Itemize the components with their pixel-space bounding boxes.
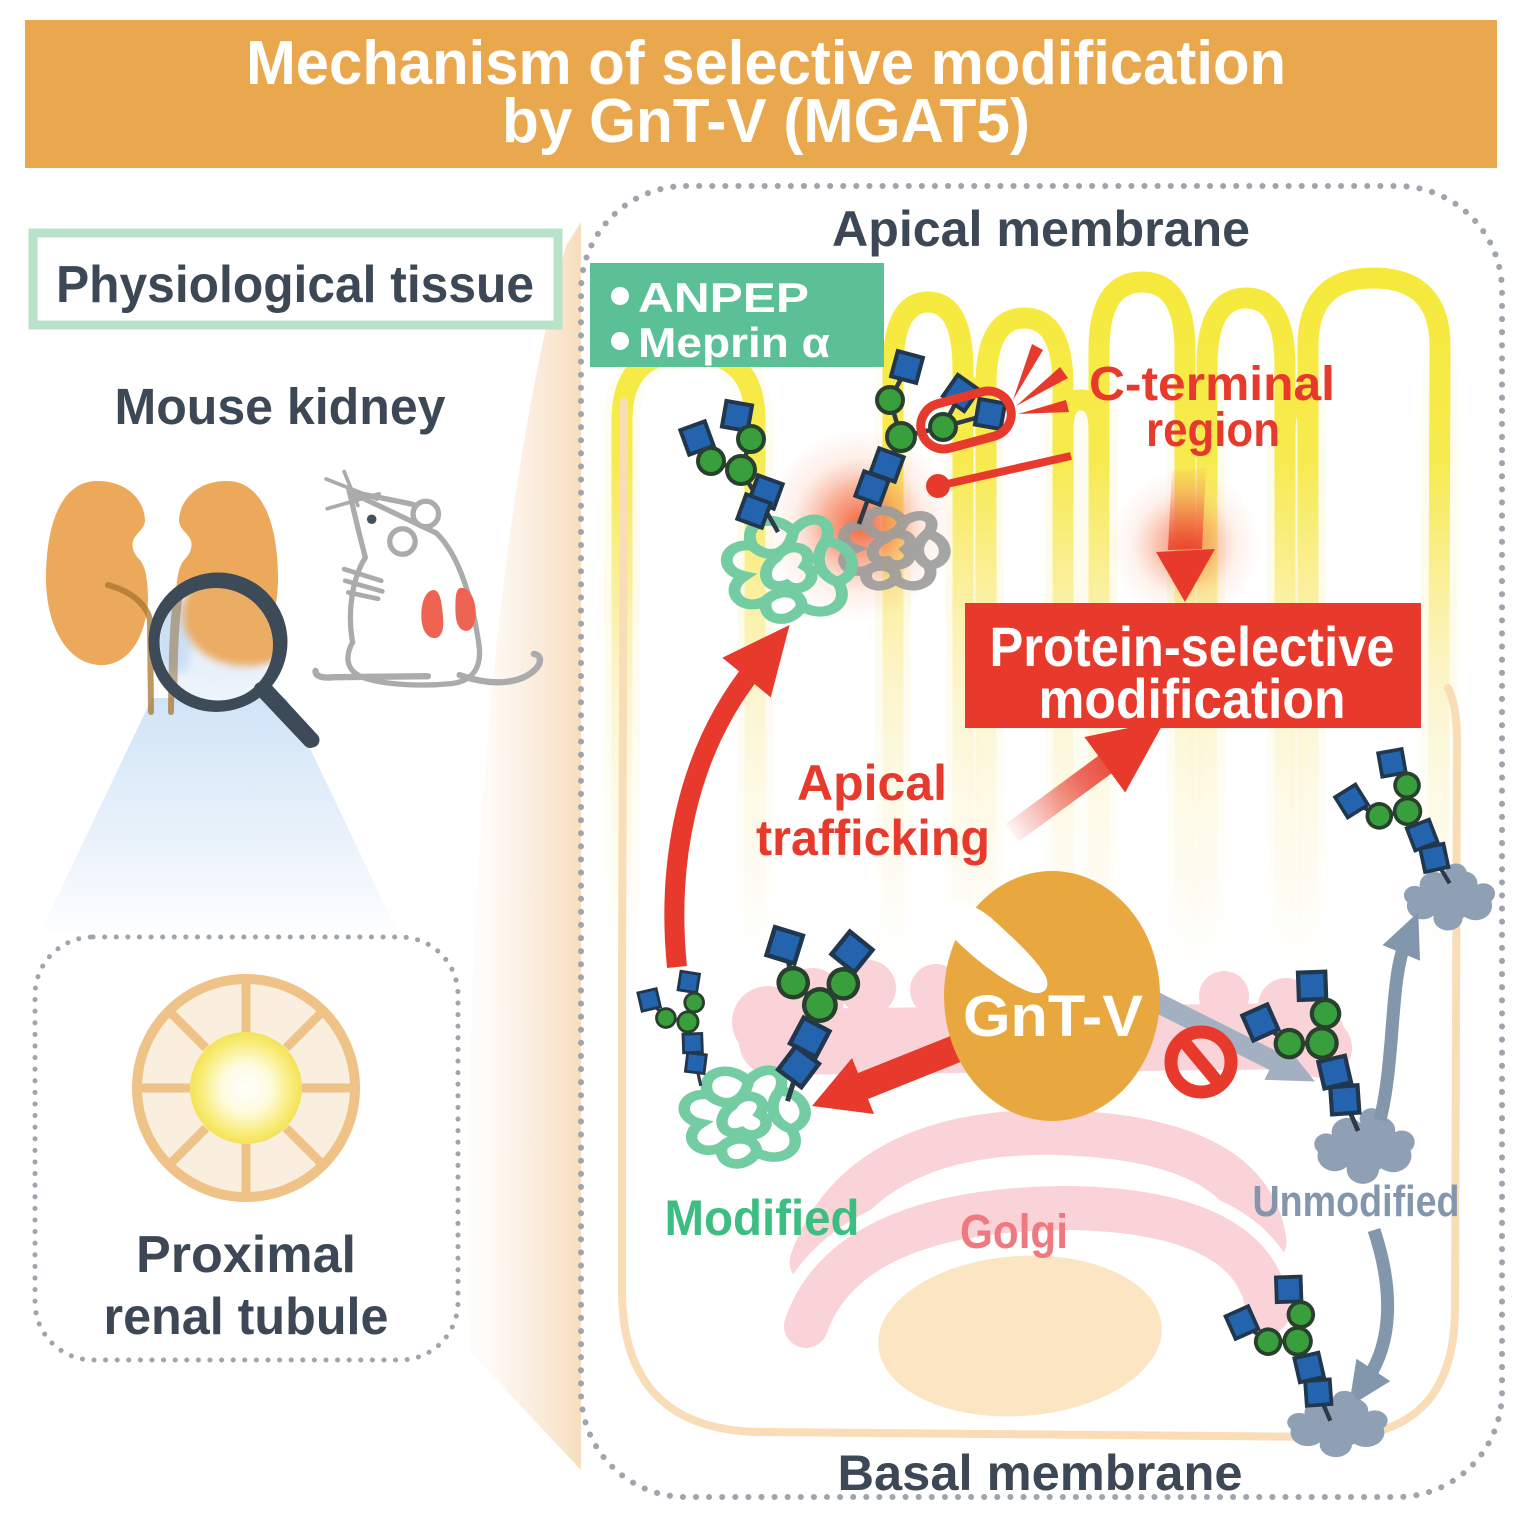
svg-text:Meprin α: Meprin α (638, 319, 830, 366)
svg-text:Mouse kidney: Mouse kidney (115, 378, 447, 435)
svg-text:GnT-V: GnT-V (963, 984, 1143, 1049)
svg-text:Golgi: Golgi (960, 1206, 1068, 1259)
svg-text:Proximal: Proximal (136, 1226, 356, 1284)
svg-text:Apical membrane: Apical membrane (832, 201, 1250, 257)
svg-text:Physiological tissue: Physiological tissue (56, 256, 534, 314)
svg-text:Modified: Modified (665, 1190, 860, 1246)
svg-text:ANPEP: ANPEP (638, 274, 809, 321)
svg-text:modification: modification (1039, 667, 1346, 730)
svg-text:by GnT-V (MGAT5): by GnT-V (MGAT5) (502, 87, 1030, 156)
svg-text:Apical: Apical (797, 755, 947, 811)
svg-text:Unmodified: Unmodified (1253, 1177, 1460, 1226)
svg-text:region: region (1146, 404, 1280, 457)
svg-text:trafficking: trafficking (756, 810, 990, 866)
svg-text:Mechanism of selective modific: Mechanism of selective modification (246, 29, 1286, 98)
svg-text:Basal membrane: Basal membrane (838, 1445, 1243, 1501)
svg-text:Protein-selective: Protein-selective (990, 615, 1395, 678)
svg-text:renal tubule: renal tubule (104, 1288, 389, 1346)
svg-text:C-terminal: C-terminal (1089, 358, 1335, 411)
